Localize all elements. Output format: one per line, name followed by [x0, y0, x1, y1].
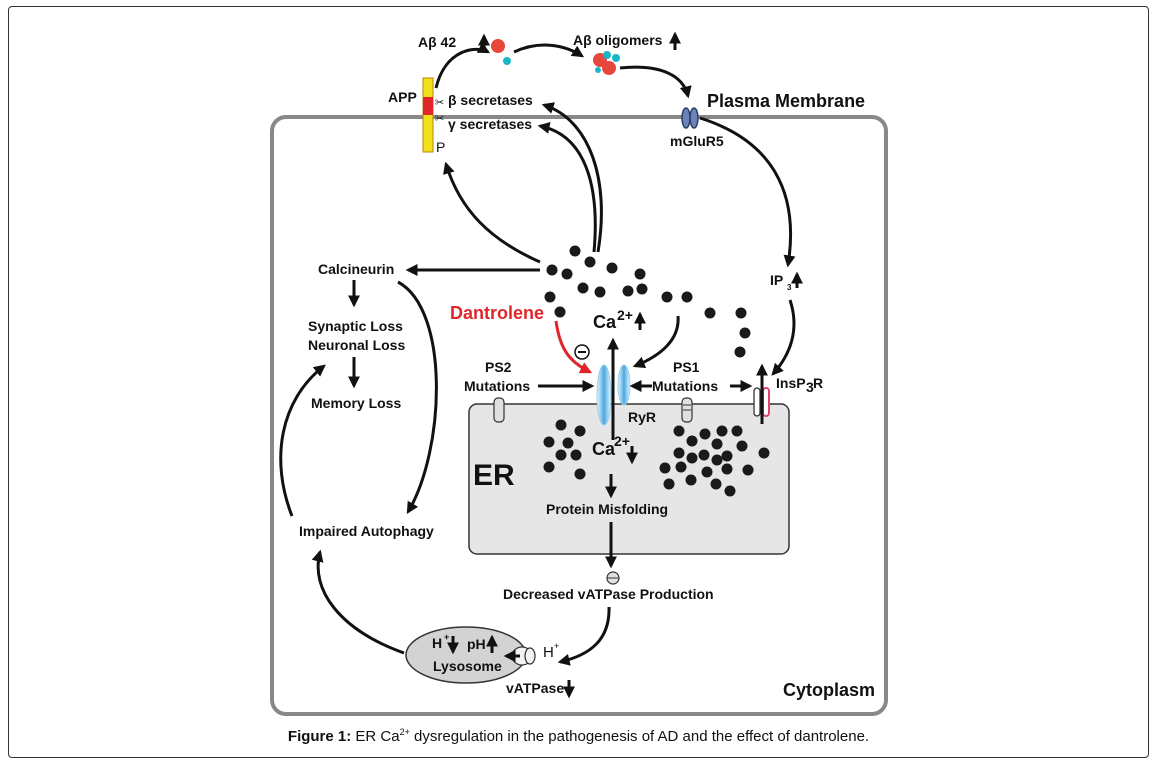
insp3r-label-b: R — [813, 375, 823, 391]
abeta-oligomer-icon — [593, 51, 620, 75]
memory-loss-label: Memory Loss — [311, 395, 401, 411]
arrow-ca-to-ryr — [632, 315, 680, 369]
app-protein — [422, 77, 434, 153]
beta-secretases-label: β secretases — [448, 92, 533, 108]
ip3-label: IP — [770, 272, 783, 288]
arrow-mglur5-to-ip3 — [699, 116, 796, 268]
arrow-lysosome-to-impaired-autophagy — [311, 549, 405, 655]
gamma-secretases-label: γ secretases — [448, 116, 532, 132]
arrow-vatpase-to-lysosome — [557, 606, 611, 666]
ryr-channel-icon — [596, 364, 631, 426]
vatpase-icon — [606, 571, 620, 585]
er-ca-dots-left — [543, 419, 586, 480]
arrow-ca-to-gamma-secretases — [537, 122, 597, 253]
lysosome-label: Lysosome — [433, 658, 502, 674]
arrow-calcineurin-to-impaired-autophagy — [397, 280, 438, 515]
ps2-label: PS2 — [485, 359, 512, 375]
app-label: APP — [388, 89, 417, 105]
abeta42-label: Aβ 42 — [418, 34, 456, 50]
ca-er-superscript: 2+ — [614, 433, 630, 449]
ps1-label: PS1 — [673, 359, 700, 375]
caption-pre: ER Ca — [351, 728, 400, 745]
scissors-icon-gamma: ✂ — [435, 113, 444, 125]
figure-frame — [8, 6, 1149, 758]
ps1-mutations-label: Mutations — [652, 378, 718, 394]
lyso-h-label: H — [432, 635, 442, 651]
protein-misfolding-label: Protein Misfolding — [546, 501, 668, 517]
cytosolic-ca-dots — [544, 245, 751, 358]
ps2-channel-icon — [493, 397, 505, 423]
arrow-app-to-abeta42 — [434, 42, 491, 89]
caption-post: dysregulation in the pathogenesis of AD … — [409, 728, 870, 745]
h-out-superscript: + — [554, 641, 559, 651]
ip3-subscript: 3 — [787, 283, 792, 292]
decreased-vatpase-label: Decreased vATPase Production — [503, 586, 714, 602]
lysosome-pump-icon — [511, 646, 536, 666]
arrow-ca-to-app-phosphorylation — [443, 161, 541, 264]
insp3r-label-a: InsP — [776, 375, 806, 391]
cytoplasm-label: Cytoplasm — [783, 680, 875, 700]
h-out-label: H — [543, 644, 554, 661]
lyso-ph-label: pH — [467, 636, 486, 652]
arrow-ip3-to-insp3r — [771, 299, 796, 376]
abeta-oligomers-label: Aβ oligomers — [573, 32, 663, 48]
lyso-h-superscript: + — [444, 632, 449, 642]
mglur5-receptor-icon — [681, 107, 699, 129]
arrow-dantrolene-inhibits-ryr — [554, 320, 593, 374]
inhibition-icon — [574, 344, 590, 360]
neuronal-loss-label: Neuronal Loss — [308, 337, 405, 353]
impaired-autophagy-label: Impaired Autophagy — [299, 523, 434, 539]
insp3r-subscript: 3 — [806, 379, 814, 395]
figure-caption: Figure 1: ER Ca2+ dysregulation in the p… — [0, 727, 1157, 745]
ryr-label: RyR — [628, 409, 656, 425]
synaptic-loss-label: Synaptic Loss — [308, 318, 403, 334]
ca-er-label: Ca — [592, 439, 616, 459]
arrow-oligomers-to-mglur5 — [619, 65, 692, 99]
ca-cyto-label: Ca — [593, 312, 617, 332]
ca-cyto-superscript: 2+ — [617, 307, 633, 323]
calcineurin-label: Calcineurin — [318, 261, 394, 277]
er-ca-dots-right — [659, 425, 770, 497]
ps1-channel-icon — [681, 397, 693, 423]
ps2-mutations-label: Mutations — [464, 378, 530, 394]
scissors-icon-beta: ✂ — [435, 97, 444, 109]
mglur5-label: mGluR5 — [670, 133, 724, 149]
er-compartment — [468, 403, 790, 555]
plasma-membrane-label: Plasma Membrane — [707, 91, 865, 111]
cell-membrane — [270, 115, 888, 716]
arrow-autophagy-to-neuronal-loss — [279, 364, 326, 517]
vatpase-label: vATPase — [506, 680, 564, 696]
er-label: ER — [473, 459, 515, 492]
arrow-abeta42-to-oligomers — [513, 43, 585, 58]
phospho-label: P — [436, 139, 445, 155]
caption-sup: 2+ — [399, 727, 410, 737]
dantrolene-label: Dantrolene — [450, 303, 544, 323]
caption-bold: Figure 1: — [287, 728, 352, 745]
arrow-ca-to-beta-secretases — [541, 102, 603, 253]
abeta42-monomer-icon — [491, 39, 511, 65]
